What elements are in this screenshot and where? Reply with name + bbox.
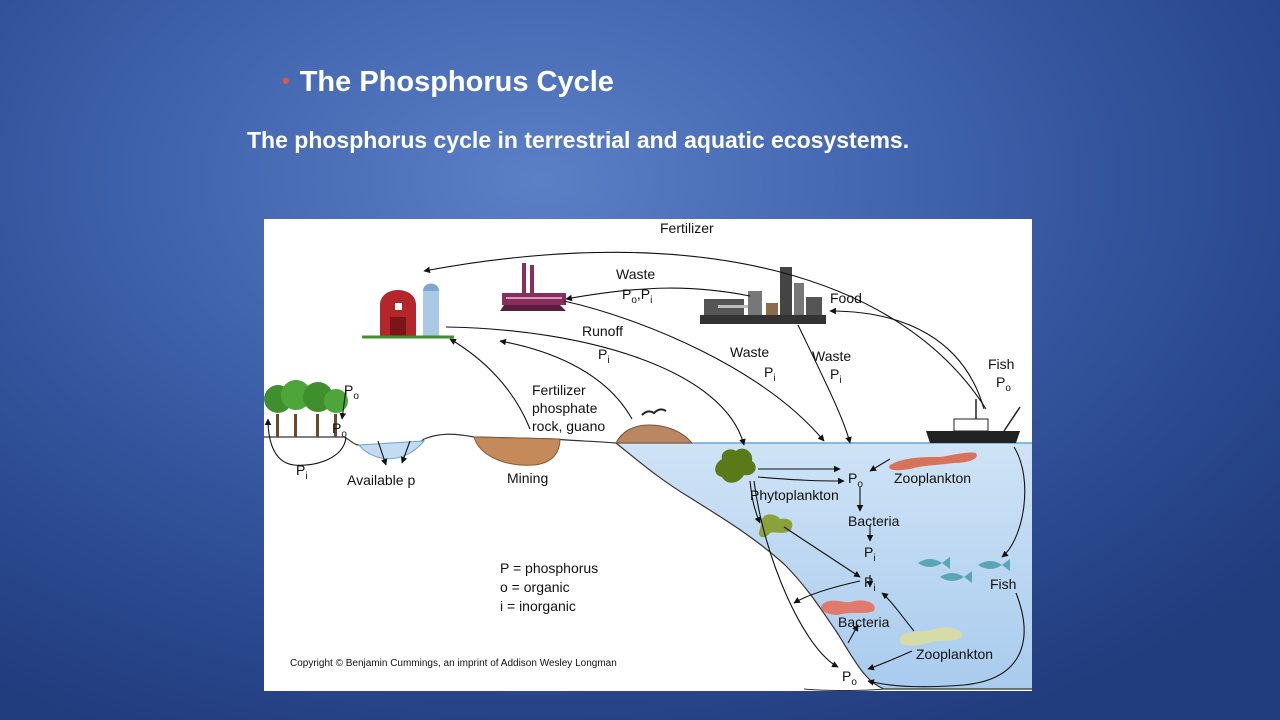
label-pi-ocean-2: Pi	[864, 574, 876, 594]
label-po-ocean: Po	[848, 470, 863, 490]
label-po-pi: Po,Pi	[622, 286, 652, 306]
label-fish-boat: Fish	[988, 356, 1014, 372]
ground-line	[264, 433, 617, 454]
label-phytoplankton: Phytoplankton	[750, 487, 839, 503]
label-bacteria-bottom: Bacteria	[838, 614, 890, 630]
copyright-notice: Copyright © Benjamin Cummings, an imprin…	[290, 658, 617, 669]
legend-phosphorus: P = phosphorus	[500, 560, 598, 576]
barn-icon	[362, 283, 454, 339]
phosphorus-cycle-diagram: Fertilizer Waste Po,Pi Food Runoff Pi Wa…	[264, 219, 1032, 691]
label-fertilizer-rock-1: Fertilizer	[532, 382, 586, 398]
title-bullet: •	[282, 68, 290, 93]
label-food: Food	[830, 290, 862, 306]
label-pi-soil: Pi	[296, 462, 308, 482]
pond	[357, 440, 426, 460]
bacteria-blob	[821, 600, 875, 615]
flow-arrows	[264, 251, 1026, 688]
mining-pit	[473, 436, 561, 466]
city-icon	[700, 267, 826, 324]
ocean-shelf	[615, 442, 1032, 690]
label-zooplankton-top: Zooplankton	[894, 470, 971, 486]
label-runoff-pi: Pi	[598, 346, 610, 366]
fish-icon	[918, 557, 1010, 583]
ocean	[616, 443, 1032, 689]
legend-organic: o = organic	[500, 579, 570, 595]
zooplankton-blob	[889, 452, 977, 471]
label-waste-city-2: Waste	[812, 348, 851, 364]
factory-icon	[500, 263, 566, 311]
legend-inorganic: i = inorganic	[500, 598, 576, 614]
label-po-tree-bottom: Po	[332, 420, 347, 440]
guano-rock	[615, 424, 694, 444]
label-po-tree-top: Po	[344, 382, 359, 402]
label-fertilizer-rock-2: phosphate	[532, 400, 598, 416]
label-bacteria-top: Bacteria	[848, 513, 900, 529]
label-fertilizer-top: Fertilizer	[660, 220, 714, 236]
boat-icon	[926, 399, 1021, 443]
label-zooplankton-bottom: Zooplankton	[916, 646, 993, 662]
label-waste-city-2-pi: Pi	[830, 366, 842, 386]
label-waste-city: Waste	[730, 344, 769, 360]
zooplankton-blob-2	[899, 627, 963, 646]
label-runoff: Runoff	[582, 323, 623, 339]
diagram-canvas: Fertilizer Waste Po,Pi Food Runoff Pi Wa…	[264, 220, 1032, 691]
label-available-p: Available p	[347, 472, 415, 488]
label-waste-city-pi: Pi	[764, 364, 776, 384]
title-text: The Phosphorus Cycle	[299, 66, 614, 98]
label-fertilizer-rock-3: rock, guano	[532, 418, 605, 434]
label-fish-po: Po	[996, 374, 1011, 394]
phytoplankton-blob-2	[758, 514, 793, 538]
ocean-floor	[803, 688, 885, 691]
bird-icon	[641, 408, 667, 416]
phytoplankton-blob	[715, 448, 756, 483]
label-pi-ocean-1: Pi	[864, 544, 876, 564]
label-po-seafloor: Po	[842, 668, 857, 688]
slide-subtitle: The phosphorus cycle in terrestrial and …	[247, 127, 910, 153]
label-fish-ocean: Fish	[990, 576, 1016, 592]
label-waste-factory: Waste	[616, 266, 655, 282]
label-mining: Mining	[507, 470, 548, 486]
slide-title: • The Phosphorus Cycle	[282, 66, 614, 99]
tree-icon	[264, 380, 348, 437]
